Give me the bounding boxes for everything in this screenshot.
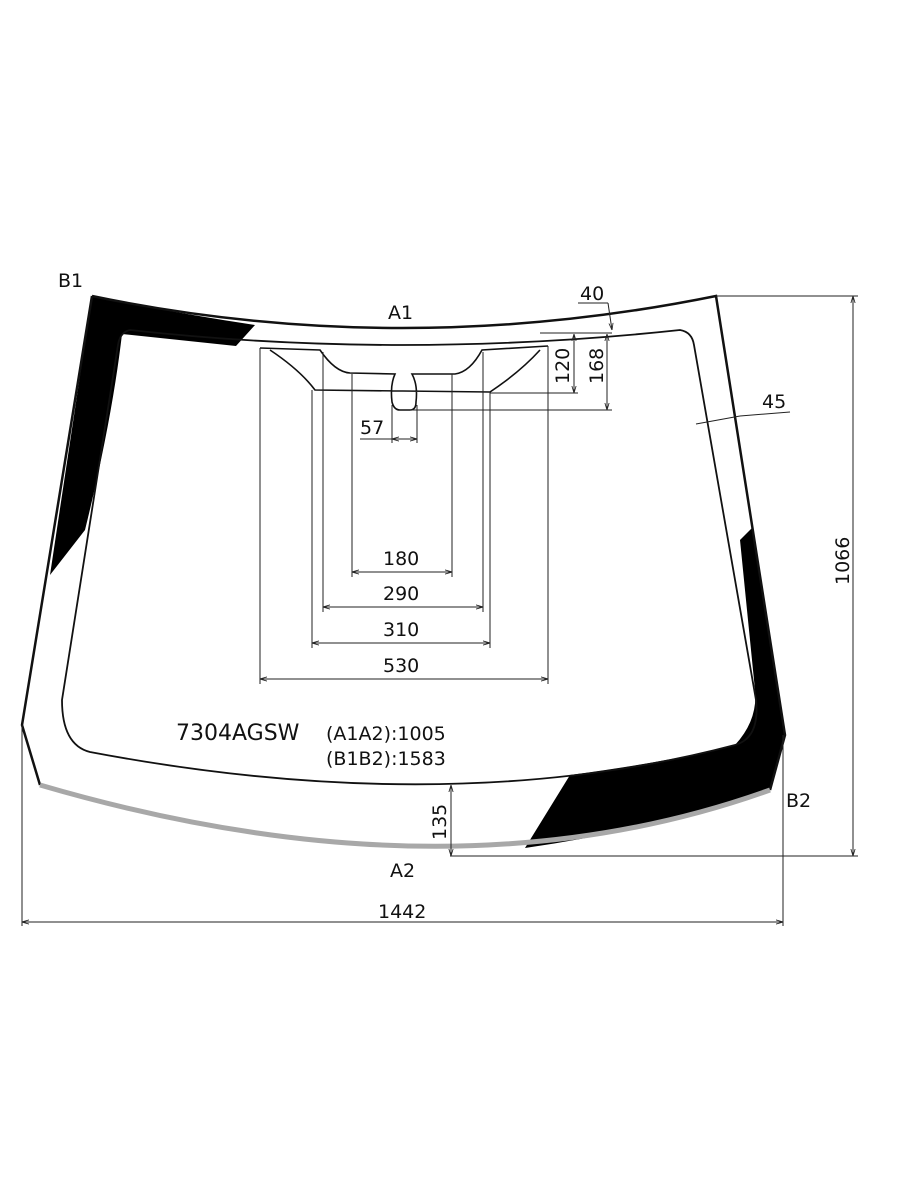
sensor-area — [259, 345, 549, 411]
dim-side-band: 45 — [762, 391, 786, 413]
dim-sensor-120: 120 — [552, 348, 574, 384]
dim-bottom-band: 135 — [429, 804, 451, 840]
dim-sensor-168: 168 — [586, 348, 608, 384]
point-b2-label: B2 — [786, 790, 811, 812]
dim-top-band: 40 — [580, 283, 604, 305]
point-a1-label: A1 — [388, 302, 413, 324]
dim-310: 310 — [383, 619, 419, 641]
dim-overall-height: 1066 — [832, 537, 854, 585]
glass-outer-edge — [20, 294, 787, 791]
dim-290: 290 — [383, 583, 419, 605]
dim-notch-width: 57 — [360, 417, 384, 439]
point-a2-label: A2 — [390, 860, 415, 882]
a1a2-measure: (A1A2):1005 — [326, 723, 446, 745]
dim-180: 180 — [383, 548, 419, 570]
dim-overall-width: 1442 — [378, 901, 426, 923]
dimension-lines — [22, 296, 853, 922]
glass-inner-edge — [61, 329, 758, 786]
extension-lines — [21, 295, 858, 926]
frit-top-left — [50, 296, 255, 575]
dim-530: 530 — [383, 655, 419, 677]
b1b2-measure: (B1B2):1583 — [326, 748, 446, 770]
glass-lower-edge — [39, 782, 771, 849]
part-code: 7304AGSW — [176, 721, 300, 746]
frit-right — [525, 528, 785, 848]
point-b1-label: B1 — [58, 270, 83, 292]
